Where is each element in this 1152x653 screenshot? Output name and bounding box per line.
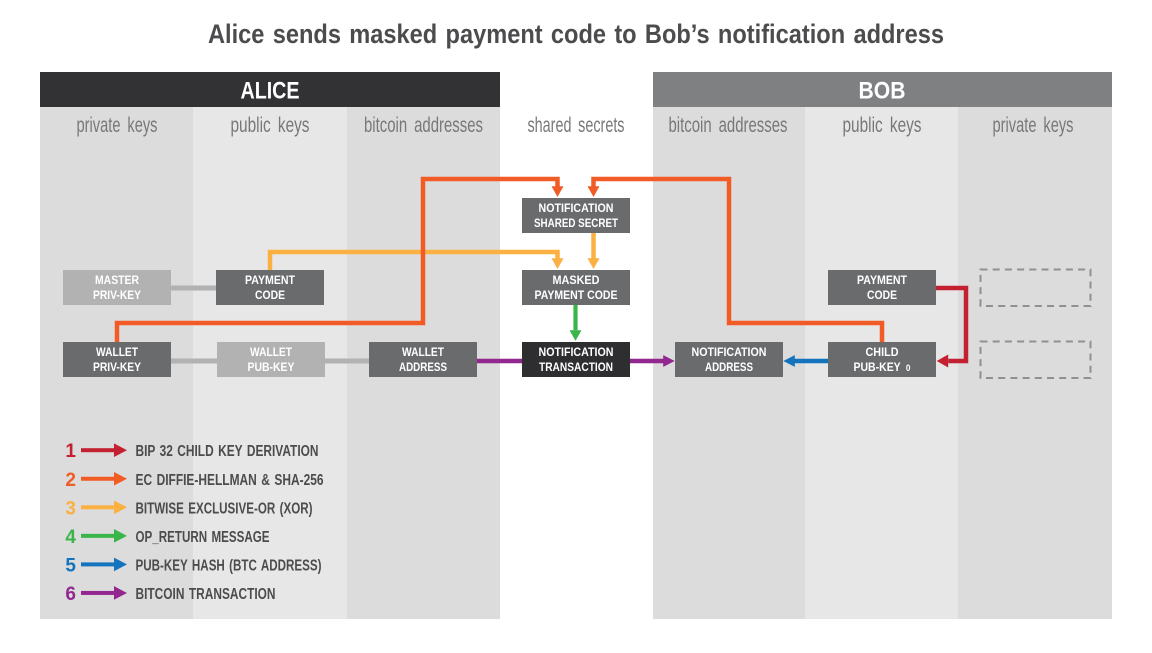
svg-text:WALLET: WALLET — [250, 347, 292, 359]
svg-text:PAYMENT: PAYMENT — [857, 275, 907, 287]
svg-text:PUB-KEY 0: PUB-KEY 0 — [854, 362, 911, 374]
svg-text:bitcoin addresses: bitcoin addresses — [364, 114, 483, 137]
svg-text:PUB-KEY HASH (BTC ADDRESS): PUB-KEY HASH (BTC ADDRESS) — [136, 557, 322, 574]
svg-text:shared secrets: shared secrets — [528, 114, 625, 137]
svg-text:6: 6 — [65, 584, 76, 605]
svg-text:1: 1 — [65, 441, 76, 462]
svg-text:5: 5 — [65, 555, 76, 576]
svg-text:bitcoin addresses: bitcoin addresses — [669, 114, 788, 137]
svg-text:2: 2 — [65, 470, 76, 491]
svg-text:BITCOIN TRANSACTION: BITCOIN TRANSACTION — [136, 586, 276, 603]
svg-text:private keys: private keys — [993, 114, 1074, 137]
svg-text:CODE: CODE — [867, 290, 897, 302]
svg-text:CODE: CODE — [255, 290, 285, 302]
svg-text:PAYMENT CODE: PAYMENT CODE — [535, 290, 618, 302]
svg-text:BIP 32 CHILD KEY DERIVATION: BIP 32 CHILD KEY DERIVATION — [136, 443, 319, 460]
svg-text:MASTER: MASTER — [95, 275, 140, 287]
svg-text:ALICE: ALICE — [241, 78, 300, 105]
svg-text:3: 3 — [65, 498, 76, 519]
svg-text:TRANSACTION: TRANSACTION — [539, 362, 613, 374]
svg-text:public keys: public keys — [843, 114, 922, 137]
svg-text:NOTIFICATION: NOTIFICATION — [692, 347, 767, 359]
svg-text:ADDRESS: ADDRESS — [399, 362, 447, 374]
svg-text:NOTIFICATION: NOTIFICATION — [539, 203, 614, 215]
svg-text:PAYMENT: PAYMENT — [245, 275, 295, 287]
svg-text:private keys: private keys — [77, 114, 158, 137]
svg-text:BOB: BOB — [859, 78, 906, 105]
svg-text:4: 4 — [65, 527, 76, 548]
svg-text:PRIV-KEY: PRIV-KEY — [93, 362, 141, 374]
svg-text:ADDRESS: ADDRESS — [705, 362, 753, 374]
svg-text:EC DIFFIE-HELLMAN & SHA-256: EC DIFFIE-HELLMAN & SHA-256 — [136, 472, 324, 489]
svg-text:Alice sends masked payment cod: Alice sends masked payment code to Bob’s… — [208, 19, 944, 49]
svg-text:WALLET: WALLET — [402, 347, 444, 359]
svg-text:PUB-KEY: PUB-KEY — [248, 362, 295, 374]
svg-text:BITWISE EXCLUSIVE-OR (XOR): BITWISE EXCLUSIVE-OR (XOR) — [136, 500, 313, 517]
svg-text:SHARED SECRET: SHARED SECRET — [534, 218, 618, 230]
svg-text:CHILD: CHILD — [866, 347, 899, 359]
svg-text:WALLET: WALLET — [96, 347, 138, 359]
svg-text:public keys: public keys — [231, 114, 310, 137]
svg-text:MASKED: MASKED — [553, 275, 600, 287]
svg-text:NOTIFICATION: NOTIFICATION — [539, 347, 614, 359]
svg-text:OP_RETURN MESSAGE: OP_RETURN MESSAGE — [136, 529, 270, 546]
svg-text:PRIV-KEY: PRIV-KEY — [93, 290, 141, 302]
